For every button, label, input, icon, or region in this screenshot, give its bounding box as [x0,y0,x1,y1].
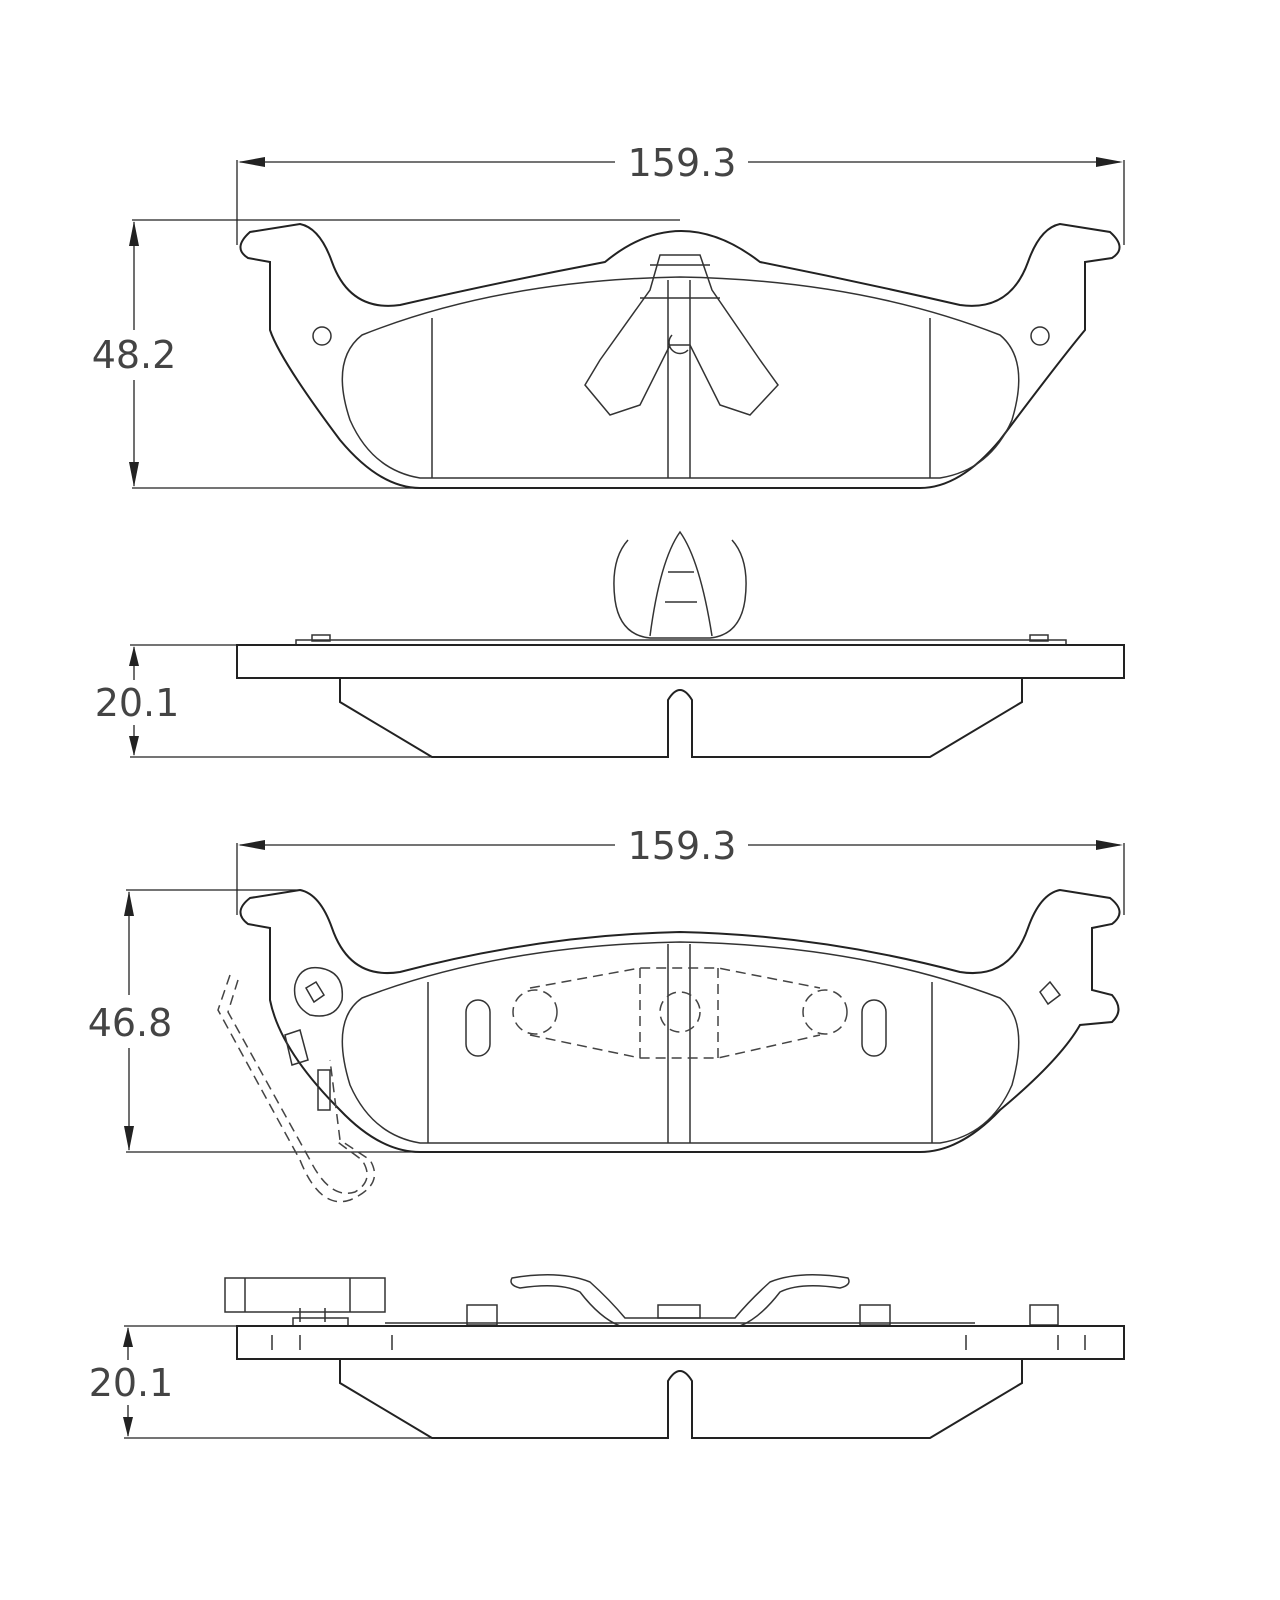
pad-2-front-view: 159.3 46.8 [88,824,1125,1203]
friction-material-outline [341,276,1020,479]
width-dimension-2: 159.3 [236,824,1125,915]
backing-plate-outline [239,888,1121,1153]
width-dimension-1: 159.3 [236,141,1125,245]
clip-side [613,530,747,639]
slot-icon [861,999,887,1057]
thickness-label: 20.1 [89,1361,174,1405]
clip-side [510,1274,850,1327]
spring-clip [584,254,779,416]
height-dimension-2: 46.8 [88,889,420,1153]
hole-icon [1030,326,1050,346]
pad-2-side-view: 20.1 [89,1274,1125,1439]
hole-icon [1039,980,1062,1006]
backing-plate-side [236,644,1125,679]
sensor-connector [224,1277,386,1322]
friction-side [339,1359,1023,1439]
friction-material-outline [341,941,1020,1144]
pad-1-side-view: 20.1 [95,530,1125,758]
wear-sensor [217,966,376,1203]
slot-icon [465,999,491,1057]
width-label: 159.3 [628,824,737,868]
width-label: 159.3 [628,141,737,185]
height-label: 46.8 [88,1001,173,1045]
backing-plate-side [236,1325,1125,1360]
backing-plate-outline [239,222,1121,489]
friction-side [339,678,1023,758]
height-label: 48.2 [92,333,177,377]
thickness-label: 20.1 [95,681,180,725]
pad-1-front-view: 159.3 48.2 [92,141,1125,489]
shim-hidden-outline [512,967,848,1059]
height-dimension-1: 48.2 [92,219,680,489]
hole-icon [312,326,332,346]
